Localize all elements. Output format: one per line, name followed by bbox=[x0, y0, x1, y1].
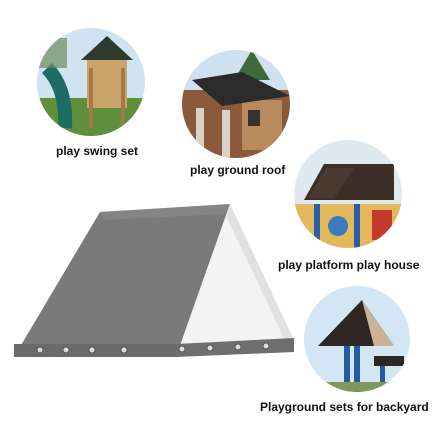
backyard-playground-photo-icon bbox=[304, 286, 410, 392]
caption-backyard-playground: Playground sets for backyard bbox=[260, 400, 429, 414]
swing-set-photo-icon bbox=[37, 28, 145, 136]
platform-play-house-photo-icon bbox=[294, 140, 402, 248]
caption-ground-roof: play ground roof bbox=[190, 163, 286, 177]
caption-platform-play-house: play platform play house bbox=[278, 258, 420, 272]
caption-swing-set: play swing set bbox=[56, 144, 139, 158]
ground-roof-photo-icon bbox=[182, 50, 290, 158]
